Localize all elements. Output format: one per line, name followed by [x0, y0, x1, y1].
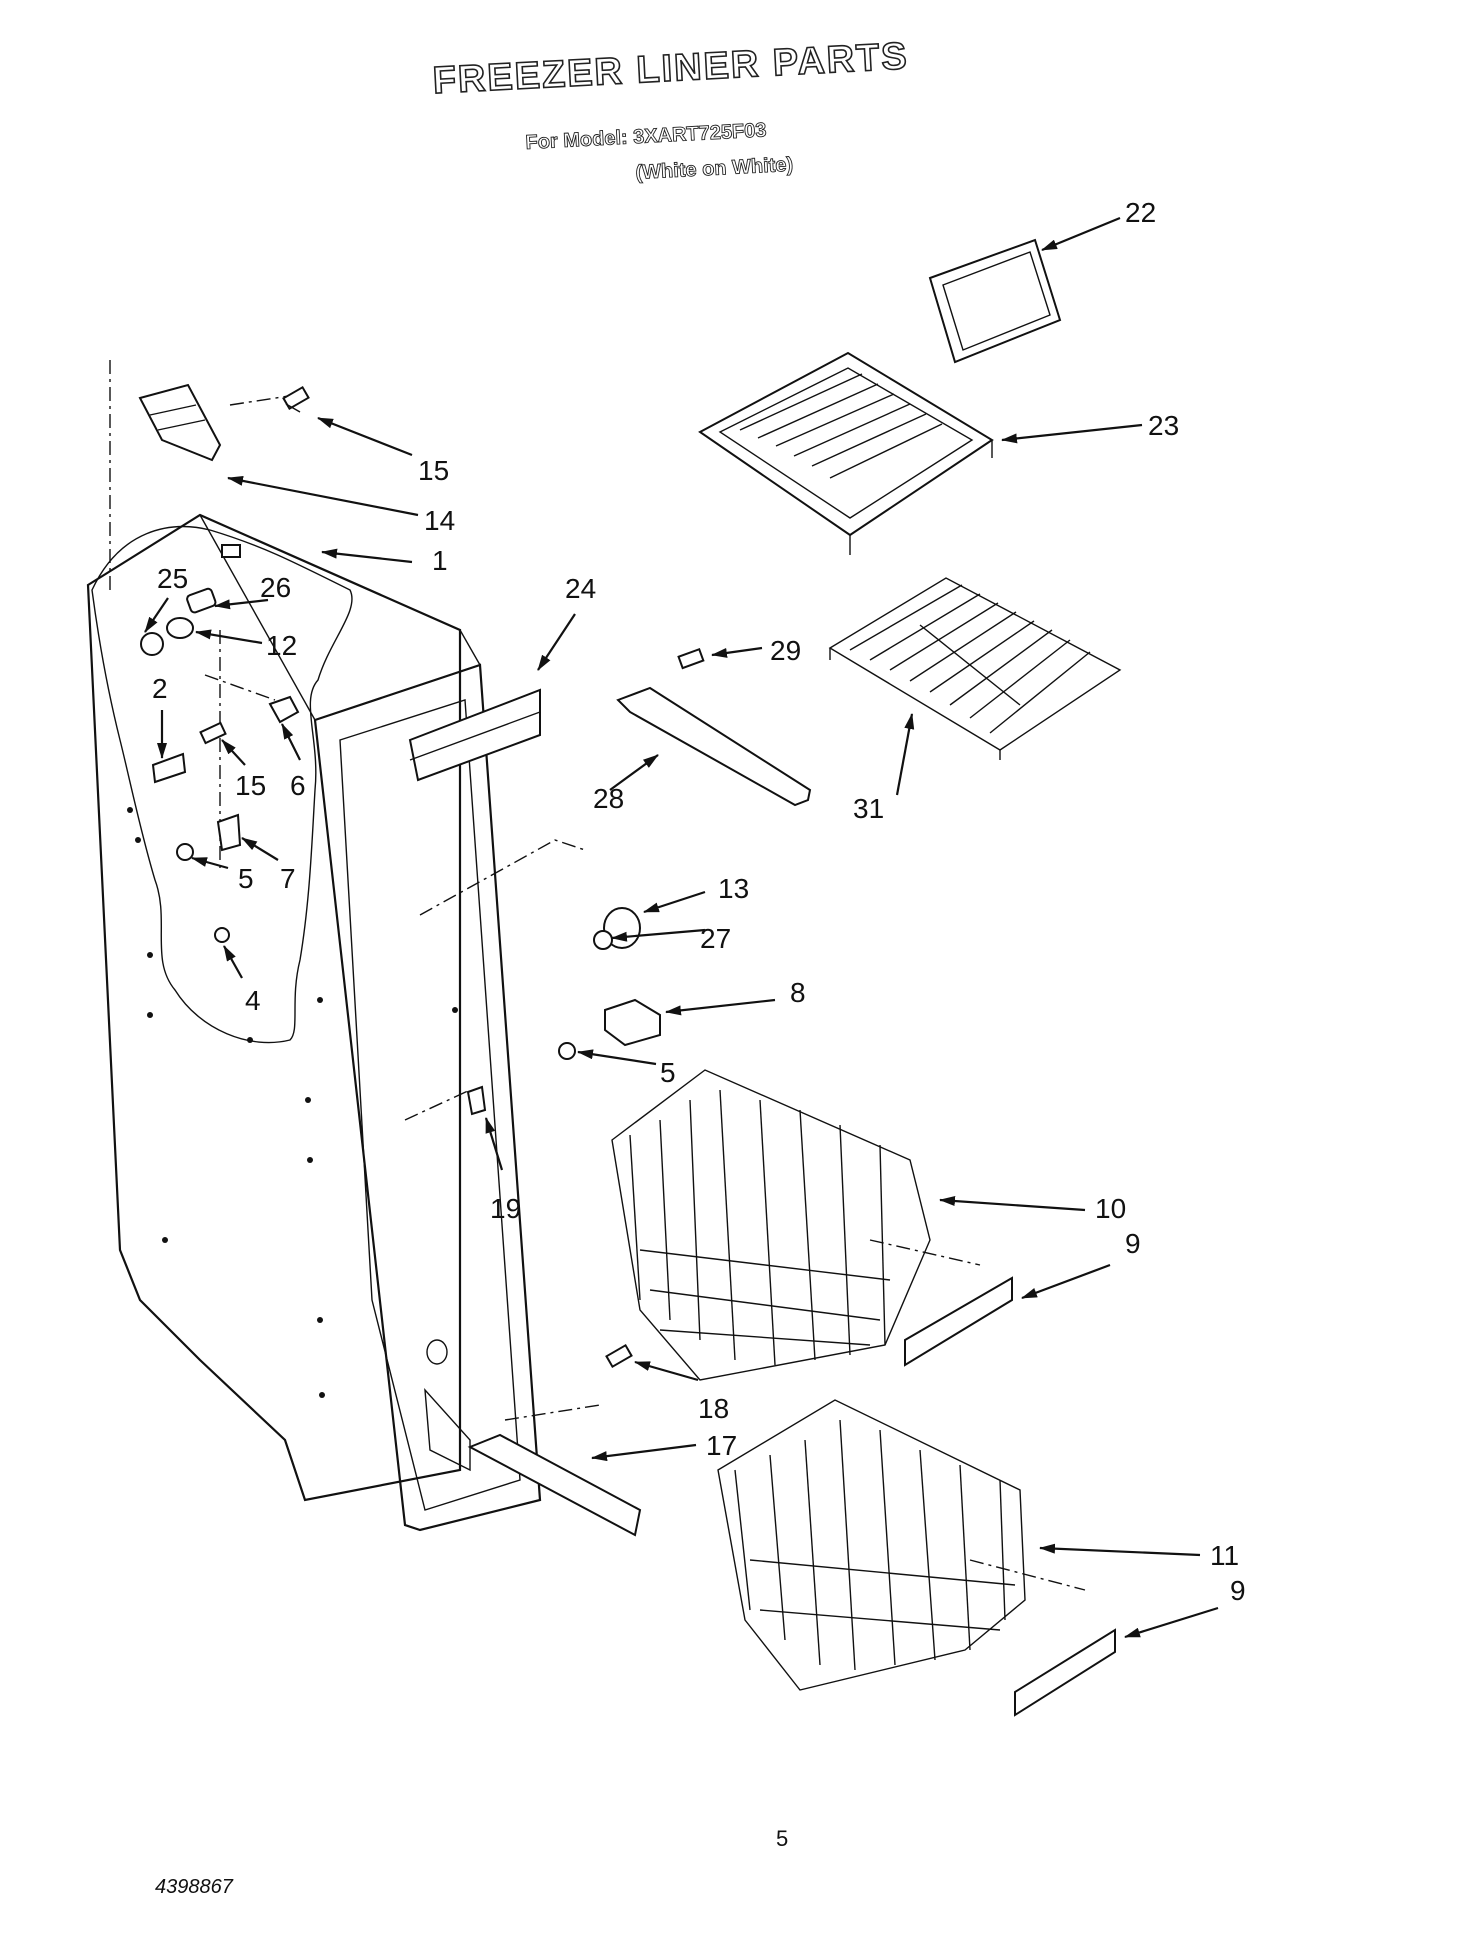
screw-part-18 [605, 1343, 633, 1369]
stud-part-4 [214, 927, 230, 943]
freezer-liner-part [86, 513, 542, 1532]
callout-31: 31 [853, 793, 884, 824]
callout-10: 10 [1095, 1193, 1126, 1224]
screw-part-5a [176, 843, 194, 861]
callout-24: 24 [565, 573, 596, 604]
callout-22: 22 [1125, 197, 1156, 228]
wire-shelf-part-31 [828, 577, 1122, 760]
callout-4: 4 [245, 985, 261, 1016]
handle-part-9b [1014, 1628, 1116, 1717]
callout-2: 2 [152, 673, 168, 704]
callout-29: 29 [770, 635, 801, 666]
callout-28: 28 [593, 783, 624, 814]
page-number: 5 [776, 1826, 789, 1851]
clip-part-6 [268, 695, 300, 724]
callout-23: 23 [1148, 410, 1179, 441]
vent-cover-part-24 [408, 688, 541, 782]
document-number: 4398867 [155, 1876, 233, 1898]
callout-9-upper: 9 [1125, 1228, 1141, 1259]
callout-19: 19 [490, 1193, 521, 1224]
frame-part-22 [928, 238, 1062, 364]
callout-13: 13 [718, 873, 749, 904]
screw-part-15b [199, 721, 227, 745]
screw-part-29 [677, 647, 705, 670]
callout-5-left: 5 [238, 863, 254, 894]
callout-5-right: 5 [660, 1057, 676, 1088]
callout-15-mid: 15 [235, 770, 266, 801]
callout-14: 14 [424, 505, 455, 536]
grille-part-17 [467, 1433, 642, 1537]
callout-11: 11 [1210, 1540, 1239, 1571]
basket-part-10 [611, 1069, 931, 1381]
screw-part-15a [282, 385, 310, 413]
callout-18: 18 [698, 1393, 729, 1424]
screw-part-5b [558, 1042, 576, 1060]
shelf-support-part-28 [616, 686, 812, 807]
liner-mount-holes [127, 807, 458, 1398]
callout-9-lower: 9 [1230, 1575, 1246, 1606]
callout-27: 27 [700, 923, 731, 954]
clip-part-2 [151, 752, 187, 784]
shelf-part-23 [698, 351, 994, 555]
callout-15-top: 15 [418, 455, 449, 486]
liner-opening [221, 544, 241, 558]
switch-part-19 [466, 1085, 487, 1116]
callout-6: 6 [290, 770, 306, 801]
light-socket-part-26 [186, 587, 217, 614]
bracket-part-7 [216, 813, 242, 852]
callout-12: 12 [266, 630, 297, 661]
callout-25: 25 [157, 563, 188, 594]
shade-part-12 [166, 617, 194, 639]
callout-7: 7 [280, 863, 296, 894]
bracket-part-14 [138, 383, 222, 462]
bracket-part-8 [604, 998, 661, 1047]
basket-part-11 [717, 1399, 1026, 1691]
callout-8: 8 [790, 977, 806, 1008]
callout-17: 17 [706, 1430, 737, 1461]
screw-part-27 [593, 930, 613, 950]
callout-1: 1 [432, 545, 448, 576]
leader-arrows [144, 216, 1219, 1639]
handle-part-9a [904, 1276, 1013, 1367]
callout-26: 26 [260, 572, 291, 603]
light-bulb-part-25 [140, 632, 164, 656]
